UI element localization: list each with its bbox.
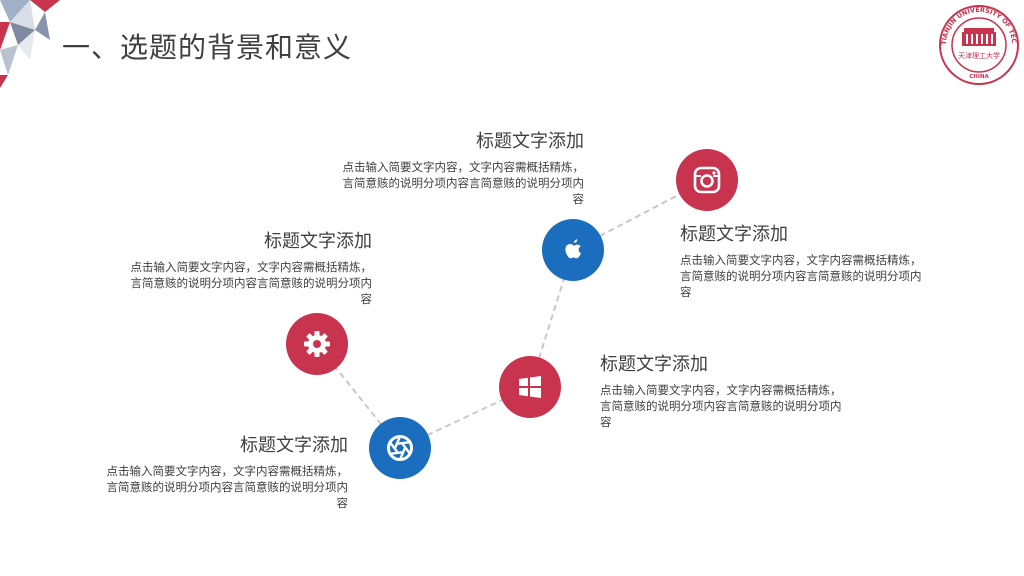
block-title: 标题文字添加 bbox=[600, 354, 708, 375]
block-title: 标题文字添加 bbox=[680, 224, 788, 245]
text-block-right-upper: 标题文字添加 点击输入简要文字内容，文字内容需概括精炼，言简意赅的说明分项内容言… bbox=[680, 220, 928, 300]
decorative-triangles bbox=[0, 0, 60, 88]
windows-icon bbox=[519, 376, 541, 398]
text-block-right-lower: 标题文字添加 点击输入简要文字内容，文字内容需概括精炼，言简意赅的说明分项内容言… bbox=[600, 350, 848, 430]
block-description: 点击输入简要文字内容，文字内容需概括精炼，言简意赅的说明分项内容言简意赅的说明分… bbox=[600, 383, 842, 429]
seal-bottom-text: CHINA bbox=[969, 74, 989, 80]
university-seal-logo: TIANJIN UNIVERSITY OF TECHNOLOGY 天津理工大学 … bbox=[938, 4, 1019, 85]
block-description: 点击输入简要文字内容，文字内容需概括精炼，言简意赅的说明分项内容言简意赅的说明分… bbox=[130, 260, 373, 306]
page-title: 一、选题的背景和意义 bbox=[62, 31, 353, 64]
apple-icon bbox=[565, 239, 581, 259]
instagram-icon bbox=[693, 166, 721, 194]
seal-center-text: 天津理工大学 bbox=[958, 51, 1000, 60]
block-description: 点击输入简要文字内容，文字内容需概括精炼，言简意赅的说明分项内容言简意赅的说明分… bbox=[680, 253, 922, 299]
block-description: 点击输入简要文字内容，文字内容需概括精炼，言简意赅的说明分项内容言简意赅的说明分… bbox=[342, 160, 585, 206]
block-title: 标题文字添加 bbox=[476, 131, 584, 152]
block-title: 标题文字添加 bbox=[240, 435, 348, 456]
node-apple[interactable] bbox=[542, 219, 604, 281]
text-block-left-upper: 标题文字添加 点击输入简要文字内容，文字内容需概括精炼，言简意赅的说明分项内容言… bbox=[122, 227, 373, 307]
node-instagram[interactable] bbox=[676, 149, 738, 211]
gear-icon bbox=[304, 331, 330, 357]
block-description: 点击输入简要文字内容，文字内容需概括精炼，言简意赅的说明分项内容言简意赅的说明分… bbox=[106, 464, 349, 510]
text-block-top: 标题文字添加 点击输入简要文字内容，文字内容需概括精炼，言简意赅的说明分项内容言… bbox=[334, 127, 585, 207]
text-block-left-lower: 标题文字添加 点击输入简要文字内容，文字内容需概括精炼，言简意赅的说明分项内容言… bbox=[98, 431, 349, 511]
block-title: 标题文字添加 bbox=[264, 231, 372, 252]
node-aperture[interactable] bbox=[369, 417, 431, 479]
node-gear[interactable] bbox=[286, 313, 348, 375]
node-windows[interactable] bbox=[499, 356, 561, 418]
camera-aperture-icon bbox=[387, 435, 413, 461]
